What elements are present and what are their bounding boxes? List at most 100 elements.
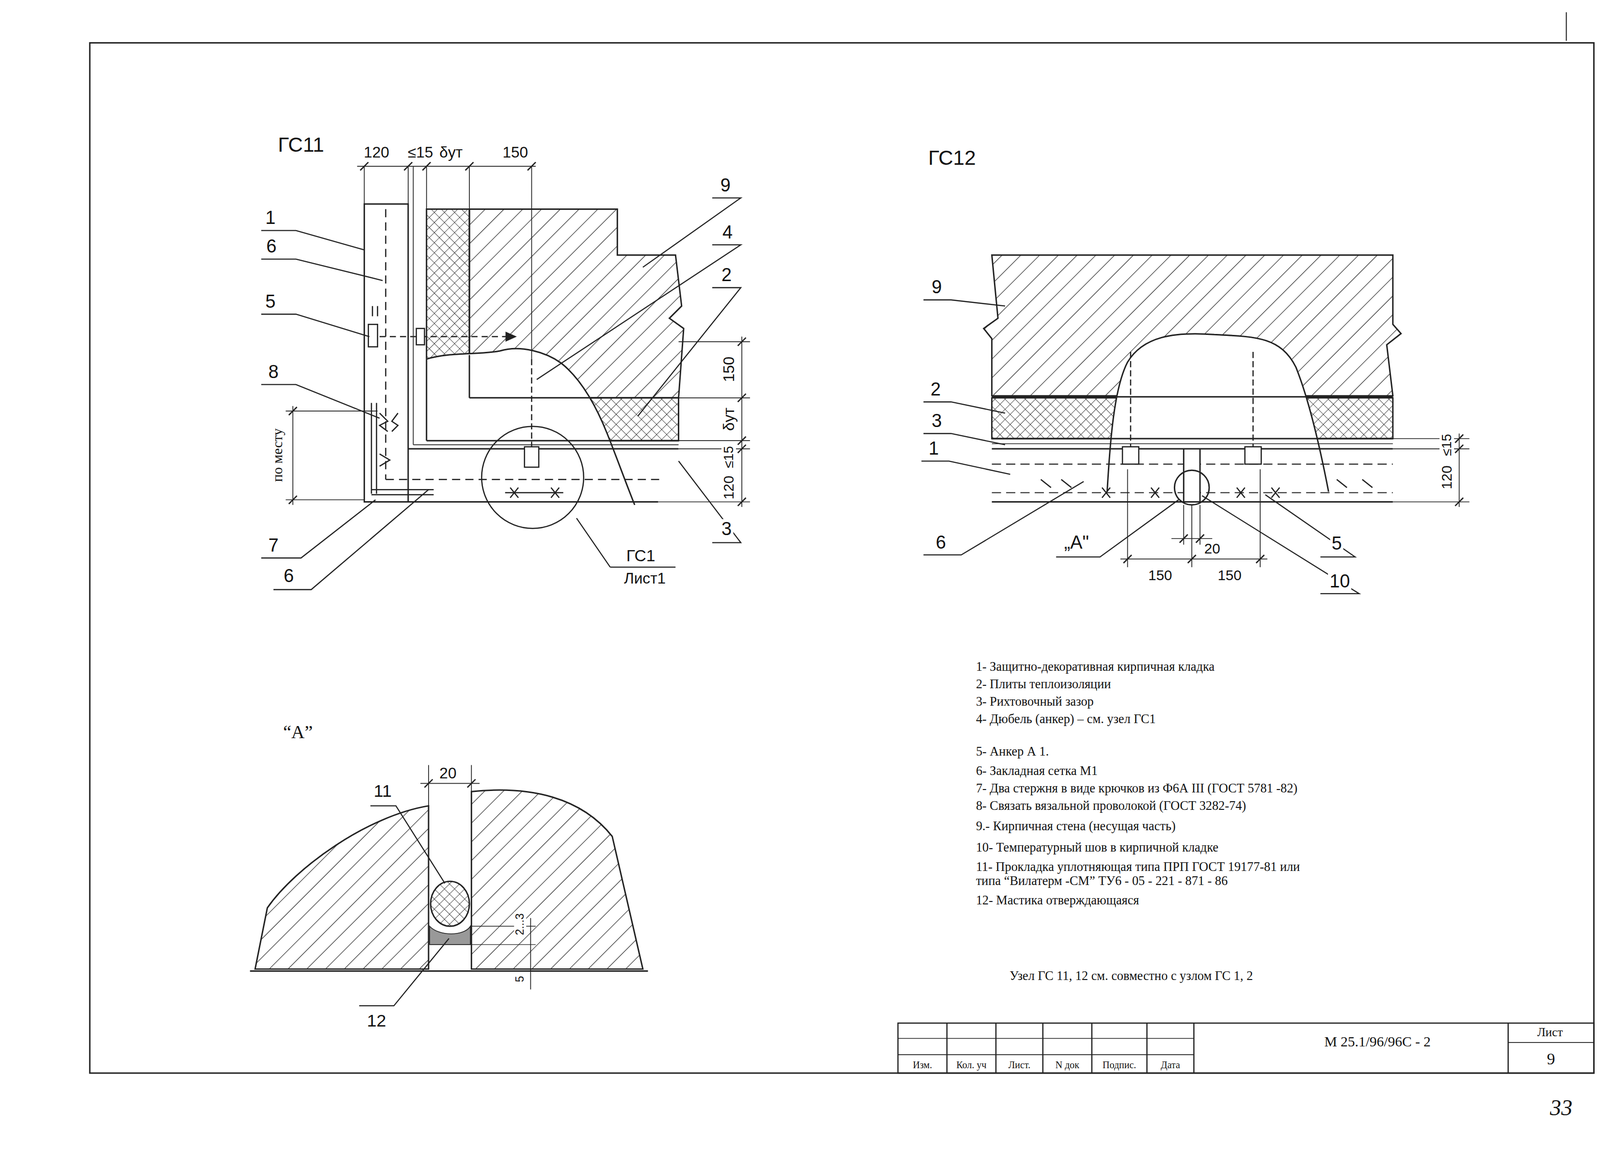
label-anchor: 120 [1439,464,1455,491]
label-anchor: Узел ГС 11, 12 см. совместно с узлом ГС … [1008,969,1255,984]
section-gs12-part [992,448,1393,450]
label-anchor: 8- Связать вязальной проволокой (ГОСТ 32… [974,799,1248,814]
note-line: 9.- Кирпичная стена (несущая часть) [974,819,1178,834]
section-gs12-part [1183,449,1200,501]
label-anchor: 20 [1202,541,1222,557]
label-anchor: 5 [263,291,277,313]
section-gs12-part [992,443,1393,445]
title-block-part [897,1054,1194,1056]
label-anchor: М 25.1/96/96С - 2 [1323,1034,1433,1050]
callout-number: 6 [934,532,948,554]
section-gs12-part [992,396,1393,398]
label-anchor: δут [720,406,737,433]
label-anchor: 150 [720,355,737,384]
title-block-cell: Подпис. [1101,1059,1138,1071]
label-anchor: 1 [927,438,941,460]
detail-a-part [471,790,643,970]
dimension: 20 [1202,541,1222,557]
label-anchor: 11 [372,782,394,801]
part-title: “А” [281,722,315,743]
dimension-lines-part [657,341,750,502]
part-title: ГС12 [927,146,978,170]
label-anchor: 9 [929,277,944,299]
label-anchor: ≤15 [1439,432,1455,458]
dimension: δут [720,406,737,433]
label-anchor: 12 [365,1011,388,1031]
dimension-lines-part [1123,555,1264,564]
label-anchor: N док [1054,1059,1081,1071]
label-anchor: Дата [1159,1059,1182,1071]
dimension-lines-part [288,407,298,505]
label-anchor: 150 [1216,567,1243,584]
label-anchor: 2 [928,379,943,400]
section-gs12 [983,255,1402,506]
reference-label: ГС1 [624,546,657,565]
leader-lines-part [536,244,741,380]
section-gs11-part [364,501,658,503]
label-anchor: 2 [720,265,734,286]
mesh-and-anchors-part [530,359,533,448]
leader-lines-part [370,806,446,884]
leader-lines-part [921,461,1010,475]
mesh-and-anchors-part [379,413,399,466]
dimension: по месту [269,426,286,484]
dimension-lines-part [285,411,378,500]
dimension-lines [1120,433,1470,568]
dimension: 5 [514,975,527,985]
section-gs11-part [469,397,603,399]
mesh-and-anchors-part [385,479,664,481]
mesh-and-anchors-part [506,332,516,341]
label-anchor: 8 [266,362,280,383]
note-line: 5- Анкер А 1. [974,745,1051,760]
mesh-and-anchors-part [368,324,378,347]
note-line: 3- Рихтовочный зазор [974,694,1096,709]
callout-number: 12 [365,1011,388,1031]
callout-number: 3 [720,519,734,540]
leader-lines-part [261,259,383,281]
title-block-part [897,1038,1194,1040]
label-anchor: Лист [1535,1025,1565,1040]
callout-number: 2 [720,265,734,286]
mesh-and-anchors-part [369,336,507,338]
label-anchor: ≤15 [406,143,435,161]
section-gs11-part [364,204,408,503]
label-anchor: Лист1 [622,570,668,588]
label-anchor: 11- Прокладка уплотняющая типа ПРП ГОСТ … [974,860,1315,889]
callout-number: 7 [266,535,280,557]
label-anchor: 7 [266,535,280,557]
label-anchor: 3 [720,519,734,540]
label-anchor: 6- Закладная сетка М1 [974,764,1100,779]
callout-number: 9 [929,277,944,299]
section-gs12-part [1199,448,1201,502]
note-line: 6- Закладная сетка М1 [974,764,1100,779]
dimension: 120 [362,143,391,161]
mesh-and-anchors-part [416,328,425,346]
label-anchor: 6 [264,236,278,257]
dimension-lines-part [1455,434,1464,507]
section-gs12-part [1106,334,1329,493]
callout-number: 10 [1328,571,1352,592]
callout-number: 1 [263,208,277,229]
sheet-frame-part [89,42,1594,1074]
sheet-frame [89,12,1594,1074]
callout-number: 5 [1329,533,1344,555]
leader-lines-part [678,461,741,543]
leader-lines-part [261,384,380,418]
label-anchor: “А” [281,722,315,743]
label-anchor: 5 [514,975,527,985]
reference-label: Лист1 [622,570,668,588]
label-anchor: „А" [1062,532,1091,554]
dimension: ≤15 [721,444,736,470]
section-gs11-part [408,448,679,450]
section-gs11-part [413,204,415,446]
leader-lines-part [923,300,1006,307]
title-block-cell: N док [1054,1059,1081,1071]
callout-number: 4 [720,222,735,243]
callout-number: 6 [282,566,296,587]
section-gs12-part [1106,334,1329,493]
label-anchor: 20 [437,765,458,783]
label-anchor: ≤15 [721,444,736,470]
title-block-cell: Дата [1159,1059,1182,1071]
